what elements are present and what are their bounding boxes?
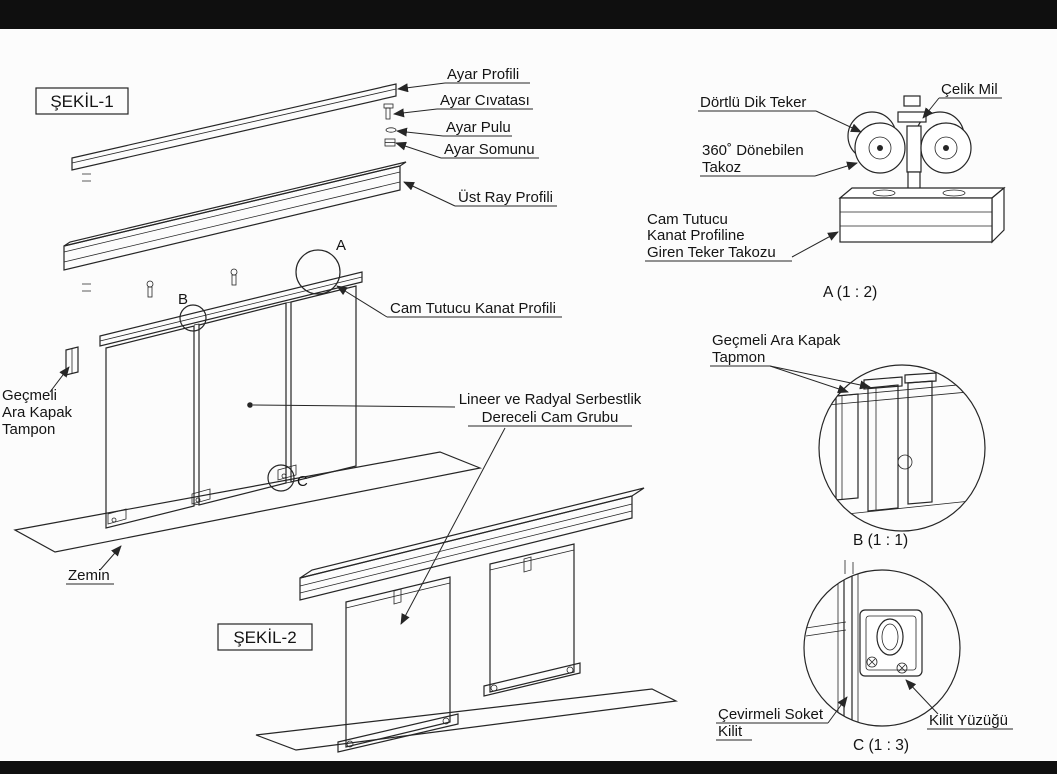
detail-b-caption: B (1 : 1) bbox=[853, 532, 908, 549]
figure1-title-box bbox=[35, 87, 129, 115]
detail-b-drawing: B (1 : 1) bbox=[818, 364, 986, 549]
detail-c-circle bbox=[803, 569, 961, 727]
callout-ust-ray-profili: Üst Ray Profili bbox=[403, 181, 557, 207]
figure2-glass-panel-2 bbox=[489, 543, 575, 693]
detail-b-marker-letter: B bbox=[178, 291, 188, 308]
callouts: Ayar Profili Ayar Cıvatası Ayar Pulu Aya… bbox=[2, 66, 1013, 741]
label-cam-tutucu-kanat-profili: Cam Tutucu Kanat Profili bbox=[390, 300, 556, 317]
label-ayar-civatasi: Ayar Cıvatası bbox=[440, 92, 530, 109]
label-tapmon-line2: Tapmon bbox=[712, 349, 765, 366]
callout-zemin: Zemin bbox=[66, 545, 122, 585]
label-teker-takozu-line2: Kanat Profiline bbox=[647, 227, 745, 244]
callout-ayar-civatasi: Ayar Cıvatası bbox=[393, 92, 533, 118]
callout-cam-grubu: Lineer ve Radyal Serbestlik Dereceli Cam… bbox=[247, 391, 642, 625]
label-donebilen-line1: 360˚ Dönebilen bbox=[702, 142, 804, 159]
figure2-title-box bbox=[217, 623, 313, 651]
figure2-title-text: ŞEKİL-2 bbox=[233, 628, 296, 647]
callout-cam-tutucu-kanat-profili: Cam Tutucu Kanat Profili bbox=[336, 285, 562, 318]
figure2-assembly bbox=[255, 487, 679, 753]
callout-dortlu-dik-teker: Dörtlü Dik Teker bbox=[698, 94, 862, 133]
label-ayar-profili: Ayar Profili bbox=[447, 66, 519, 83]
label-ayar-pulu: Ayar Pulu bbox=[446, 119, 511, 136]
label-ayar-somunu: Ayar Somunu bbox=[444, 141, 535, 158]
detail-c-marker-letter: C bbox=[297, 473, 308, 490]
callout-tampon: Geçmeli Ara Kapak Tampon bbox=[2, 366, 73, 438]
label-teker-takozu-line3: Giren Teker Takozu bbox=[647, 244, 776, 261]
label-tampon-line2: Ara Kapak bbox=[2, 404, 73, 421]
detail-b-circle bbox=[818, 364, 986, 532]
figure2-floor-plane bbox=[255, 688, 679, 751]
detail-a-drawing: A (1 : 2) bbox=[823, 95, 1006, 301]
callout-soket-kilit: Çevirmeli Soket Kilit bbox=[716, 696, 848, 741]
figure1-door-assembly: A B C bbox=[13, 237, 483, 553]
label-zemin: Zemin bbox=[68, 567, 110, 584]
figure1-title-text: ŞEKİL-1 bbox=[50, 92, 113, 111]
label-tampon-line1: Geçmeli bbox=[2, 387, 57, 404]
label-tampon-line3: Tampon bbox=[2, 421, 55, 438]
callout-donebilen-takoz: 360˚ Dönebilen Takoz bbox=[700, 142, 858, 177]
label-cam-grubu-line2: Dereceli Cam Grubu bbox=[482, 409, 619, 426]
figure2-title: ŞEKİL-2 bbox=[217, 623, 313, 651]
callout-kilit-yuzugu: Kilit Yüzüğü bbox=[905, 679, 1013, 730]
callout-ayar-pulu: Ayar Pulu bbox=[396, 119, 512, 137]
label-tapmon-line1: Geçmeli Ara Kapak bbox=[712, 332, 841, 349]
label-cam-grubu-line1: Lineer ve Radyal Serbestlik bbox=[459, 391, 642, 408]
detail-c-caption: C (1 : 3) bbox=[853, 737, 909, 754]
detail-c-drawing: C (1 : 3) bbox=[803, 560, 961, 754]
callout-teker-takozu: Cam Tutucu Kanat Profiline Giren Teker T… bbox=[645, 211, 839, 262]
label-ust-ray-profili: Üst Ray Profili bbox=[458, 188, 553, 206]
detail-a-marker-letter: A bbox=[336, 237, 346, 254]
label-dortlu-dik-teker: Dörtlü Dik Teker bbox=[700, 94, 806, 111]
top-black-bar bbox=[0, 0, 1057, 29]
detail-a-marker-circle bbox=[295, 249, 341, 295]
floor-plane bbox=[13, 451, 483, 553]
callout-tapmon: Geçmeli Ara Kapak Tapmon bbox=[710, 332, 871, 394]
detail-b-marker-circle bbox=[179, 304, 207, 332]
label-kilit-yuzugu: Kilit Yüzüğü bbox=[929, 712, 1008, 729]
callout-ayar-profili: Ayar Profili bbox=[397, 66, 530, 93]
label-teker-takozu-line1: Cam Tutucu bbox=[647, 211, 728, 228]
detail-a-caption: A (1 : 2) bbox=[823, 284, 877, 301]
figure1-exploded-rails bbox=[63, 83, 407, 298]
glass-panel-1 bbox=[105, 325, 195, 529]
label-donebilen-line2: Takoz bbox=[702, 159, 741, 176]
label-soket-line1: Çevirmeli Soket bbox=[718, 706, 824, 723]
callout-ayar-somunu: Ayar Somunu bbox=[395, 141, 539, 159]
detail-c-marker-circle bbox=[267, 464, 295, 492]
label-soket-line2: Kilit bbox=[718, 723, 743, 740]
figure2-glass-panel-1 bbox=[345, 576, 451, 748]
label-celik-mil: Çelik Mil bbox=[941, 81, 998, 98]
bottom-black-bar bbox=[0, 761, 1057, 774]
callout-celik-mil: Çelik Mil bbox=[922, 81, 1002, 119]
figure1-title: ŞEKİL-1 bbox=[35, 87, 129, 115]
